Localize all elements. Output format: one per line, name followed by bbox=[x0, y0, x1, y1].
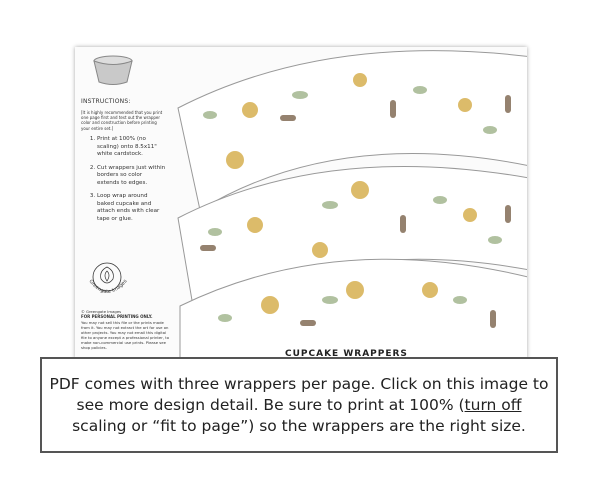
instruction-step: Print at 100% (no scaling) onto 8.5x11" … bbox=[97, 136, 166, 159]
cupcake-wrapper-bands bbox=[177, 50, 527, 359]
cupcake-wrapper-icon bbox=[93, 55, 133, 85]
instruction-step: Cut wrappers just within borders so colo… bbox=[97, 165, 166, 188]
printable-page-preview[interactable]: INSTRUCTIONS: [It is highly recommended … bbox=[75, 47, 527, 359]
instructions-heading: INSTRUCTIONS: bbox=[81, 98, 131, 106]
wrapper-pattern bbox=[200, 73, 511, 328]
instruction-step: Loop wrap around baked cupcake and attac… bbox=[97, 193, 166, 223]
copyright-line: © Greengate Images bbox=[81, 309, 122, 314]
caption-part-2: scaling or “fit to page”) so the wrapper… bbox=[72, 416, 526, 435]
instructions-panel: INSTRUCTIONS: [It is highly recommended … bbox=[81, 47, 166, 230]
wrapper-band-3 bbox=[179, 258, 527, 359]
copyright-heading: FOR PERSONAL PRINTING ONLY. bbox=[81, 314, 153, 320]
svg-text:Greengate Images: Greengate Images bbox=[87, 278, 128, 295]
greengate-logo: Greengate Images bbox=[87, 262, 129, 295]
caption-part-1: PDF comes with three wrappers per page. … bbox=[49, 374, 549, 414]
turn-off-link: turn off bbox=[464, 395, 522, 414]
instructions-note: [It is highly recommended that you print… bbox=[81, 109, 163, 131]
page-footer-title: CUPCAKE WRAPPERS bbox=[285, 349, 408, 359]
caption-text: PDF comes with three wrappers per page. … bbox=[42, 374, 556, 437]
wrapper-band-1 bbox=[177, 50, 527, 211]
copyright-body: You may not sell this file or the prints… bbox=[81, 319, 170, 351]
copyright-notice: © Greengate Images FOR PERSONAL PRINTING… bbox=[81, 309, 171, 350]
caption-box: PDF comes with three wrappers per page. … bbox=[40, 357, 558, 453]
